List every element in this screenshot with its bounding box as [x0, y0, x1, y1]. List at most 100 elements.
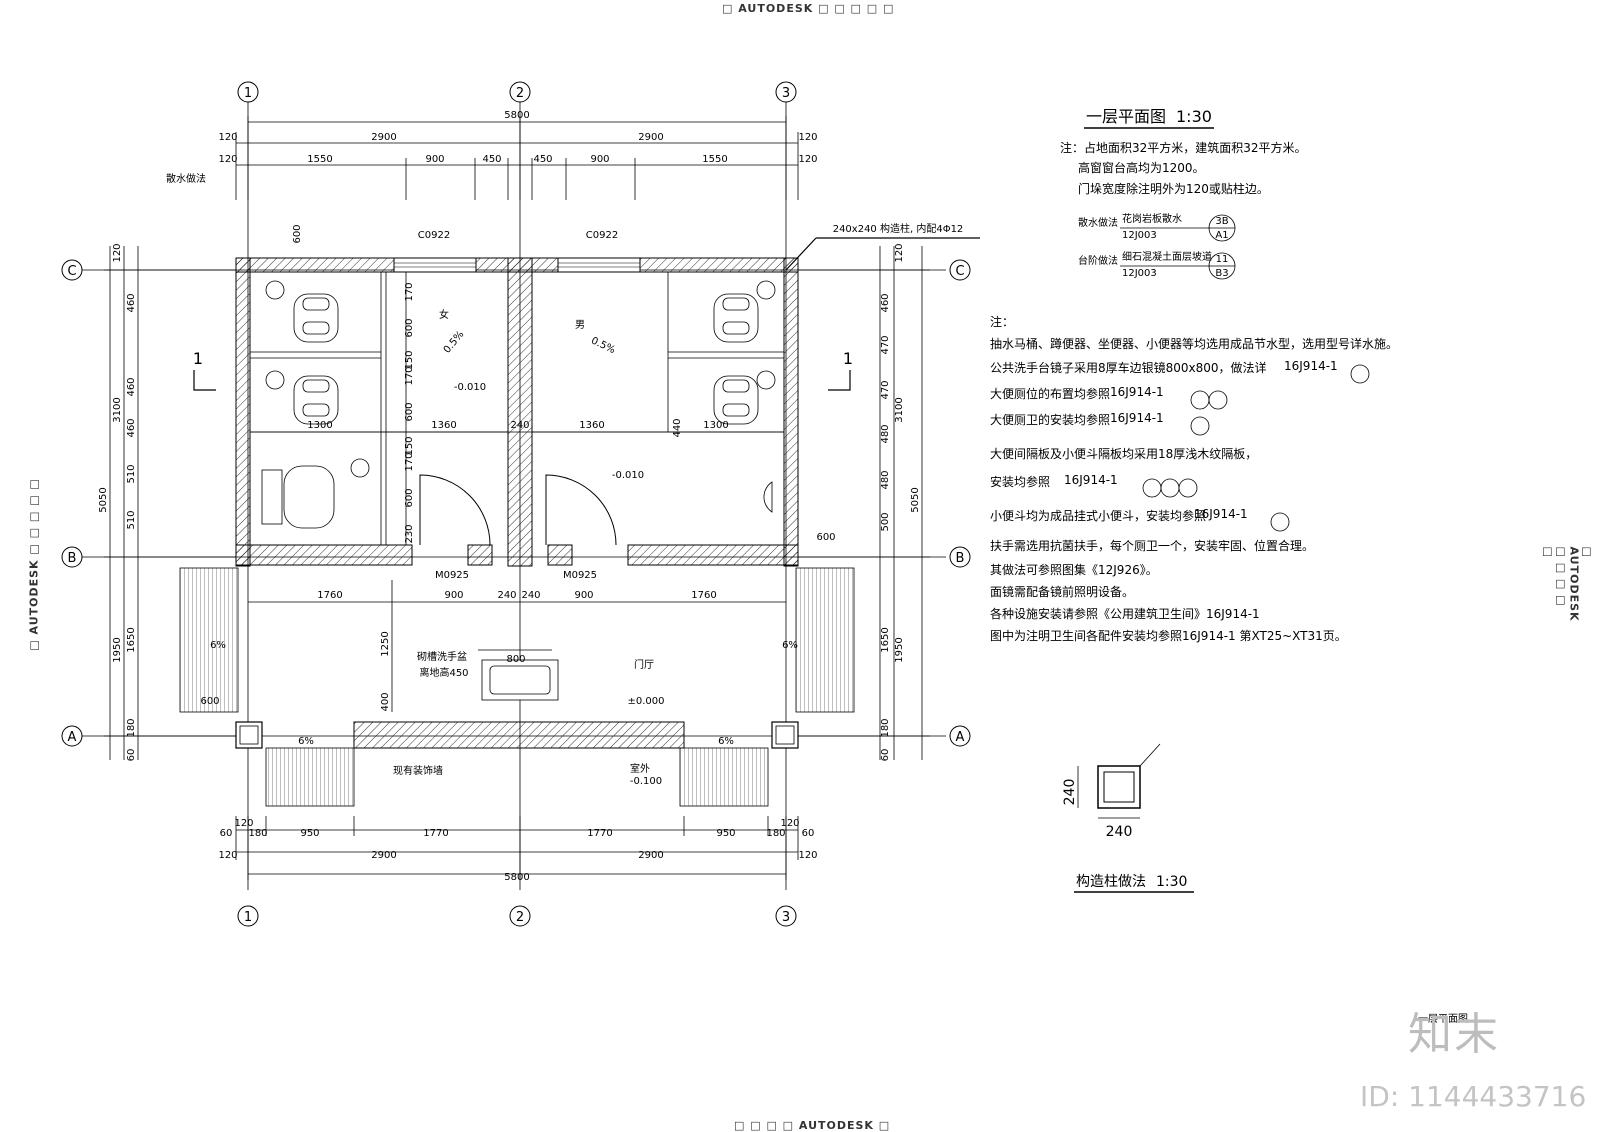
dim-top-1550-b: 1550 — [702, 154, 727, 165]
dim-right-480-a: 480 — [880, 424, 891, 443]
dim-left-460-a: 460 — [126, 293, 137, 312]
note-2: 公共洗手台镜子采用8厚车边银镜800x800，做法详 — [990, 360, 1267, 375]
dim-mid-1760-a: 1760 — [317, 590, 342, 601]
sanshui-ref-top: 3B — [1215, 216, 1228, 227]
dim-right-460: 460 — [880, 293, 891, 312]
ramp-slope-front-left: 6% — [298, 736, 314, 747]
dim-right-180: 180 — [880, 718, 891, 737]
sanshui-ref-bottom: A1 — [1215, 230, 1228, 241]
dim-left-180: 180 — [126, 718, 137, 737]
female-room-label: 女 — [439, 308, 449, 321]
dim-left-3100: 3100 — [112, 397, 123, 422]
note-ref-bubbles — [1142, 364, 1370, 532]
dim-top-120-a: 120 — [218, 132, 237, 143]
brand-logo: 知末 — [1408, 1009, 1500, 1060]
note-2-ref: 16J914-1 — [1284, 359, 1338, 373]
watermark-top: □ AUTODESK □ □ □ □ □ — [722, 2, 895, 15]
axis-c-left-bubble — [61, 259, 83, 281]
ramp-slope-front-right: 6% — [718, 736, 734, 747]
axis-3-top-label: 3 — [782, 86, 790, 101]
dim-right-470-a: 470 — [880, 335, 891, 354]
drawing-id: ID: 1144433716 — [1360, 1080, 1587, 1113]
axis-1-top-label: 1 — [244, 86, 252, 101]
axis-c-right-label: C — [955, 264, 964, 279]
dim-bot-120-d: 120 — [798, 850, 817, 861]
corner-small-title: 一层平面图 — [1418, 1013, 1468, 1025]
section-cut-right — [828, 370, 851, 391]
note-7: 小便斗均为成品挂式小便斗，安装均参照 — [990, 508, 1206, 523]
axis-a-right-bubble — [949, 725, 971, 747]
dim-mid-1760-b: 1760 — [691, 590, 716, 601]
dim-top-450-a: 450 — [482, 154, 501, 165]
axis-b-right-label: B — [956, 551, 965, 566]
dim-right-5050: 5050 — [910, 487, 921, 512]
taijie-code: 12J003 — [1122, 268, 1157, 279]
dim-bot-180-b: 180 — [766, 828, 785, 839]
ramp-slope-right: 6% — [782, 640, 798, 651]
door-label-left: M0925 — [435, 570, 469, 581]
bottom-dimension-lines — [235, 816, 799, 880]
column-detail-scale: 1:30 — [1156, 874, 1187, 890]
dim-mid-150-b: 150 — [404, 436, 415, 455]
note-11: 各种设施安装请参照《公用建筑卫生间》16J914-1 — [990, 606, 1260, 621]
plan-title: 一层平面图 — [1086, 107, 1166, 126]
note-line-2: 高窗窗台高均为1200。 — [1078, 160, 1205, 175]
taijie-ref-bottom: B3 — [1215, 268, 1228, 279]
axis-c-left-label: C — [67, 264, 76, 279]
axis-1-bottom-label: 1 — [244, 910, 252, 925]
axis-b-right-bubble — [949, 546, 971, 568]
dim-bot-total: 5800 — [504, 872, 529, 883]
dim-right-480-b: 480 — [880, 470, 891, 489]
dim-right-470-b: 470 — [880, 380, 891, 399]
dim-bot-950-a: 950 — [300, 828, 319, 839]
dim-left-510-b: 510 — [126, 510, 137, 529]
dim-mid-170-a: 170 — [404, 282, 415, 301]
hall-level: ±0.000 — [627, 696, 664, 707]
dim-left-1950: 1950 — [112, 637, 123, 662]
axis-1-bottom-bubble — [237, 905, 259, 927]
note-4-ref: 16J914-1 — [1110, 411, 1164, 425]
male-room-label: 男 — [575, 319, 585, 331]
window-label-right: C0922 — [586, 230, 618, 241]
axis-2-bottom-label: 2 — [516, 910, 524, 925]
sanshui-item: 花岗岩板散水 — [1122, 212, 1182, 225]
dim-left-60: 60 — [126, 749, 137, 762]
dim-mid-900-a: 900 — [444, 590, 463, 601]
ramps — [179, 567, 855, 807]
dim-mid-230: 230 — [404, 524, 415, 543]
column-note: 240x240 构造柱, 内配4Φ12 — [833, 222, 964, 235]
dim-left-1650: 1650 — [126, 627, 137, 652]
axis-2-top-label: 2 — [516, 86, 524, 101]
dim-bot-120-b: 120 — [780, 818, 799, 829]
dim-left-460-c: 460 — [126, 418, 137, 437]
axis-b-left-label: B — [68, 551, 77, 566]
axis-3-top-bubble — [775, 81, 797, 103]
dim-mid-1300-a: 1300 — [307, 420, 332, 431]
dim-bot-120-c: 120 — [218, 850, 237, 861]
dim-bot-1770-a: 1770 — [423, 828, 448, 839]
dim-left-120-a: 120 — [112, 243, 123, 262]
column-detail — [1074, 743, 1194, 893]
slope-female: 0.5% — [442, 329, 467, 356]
dim-right-3100: 3100 — [894, 397, 905, 422]
note-6: 安装均参照 — [990, 474, 1050, 489]
dim-right-60: 60 — [880, 749, 891, 762]
note-3: 大便厕位的布置均参照 — [990, 386, 1110, 401]
axis-c-right-bubble — [949, 259, 971, 281]
interior-dimension-lines — [248, 272, 786, 712]
dim-left-ramp-600: 600 — [200, 696, 219, 707]
dim-right-1650: 1650 — [880, 627, 891, 652]
dim-bot-2900-right: 2900 — [638, 850, 663, 861]
note-5: 大便间隔板及小便斗隔板均采用18厚浅木纹隔板， — [990, 447, 1257, 461]
taijie-ref-top: 11 — [1216, 254, 1229, 265]
right-dimension-lines — [798, 246, 930, 760]
dim-mid-600-c: 600 — [404, 488, 415, 507]
outdoor-level: -0.100 — [630, 776, 662, 787]
note-7-ref: 16J914-1 — [1194, 507, 1248, 521]
dim-mid-1300-b: 1300 — [703, 420, 728, 431]
dim-mid-240-c: 240 — [510, 420, 529, 431]
column-dim-width: 240 — [1106, 824, 1133, 840]
note-8: 扶手需选用抗菌扶手，每个厕卫一个，安装牢固、位置合理。 — [990, 538, 1314, 553]
decor-wall-label: 现有装饰墙 — [393, 764, 443, 777]
